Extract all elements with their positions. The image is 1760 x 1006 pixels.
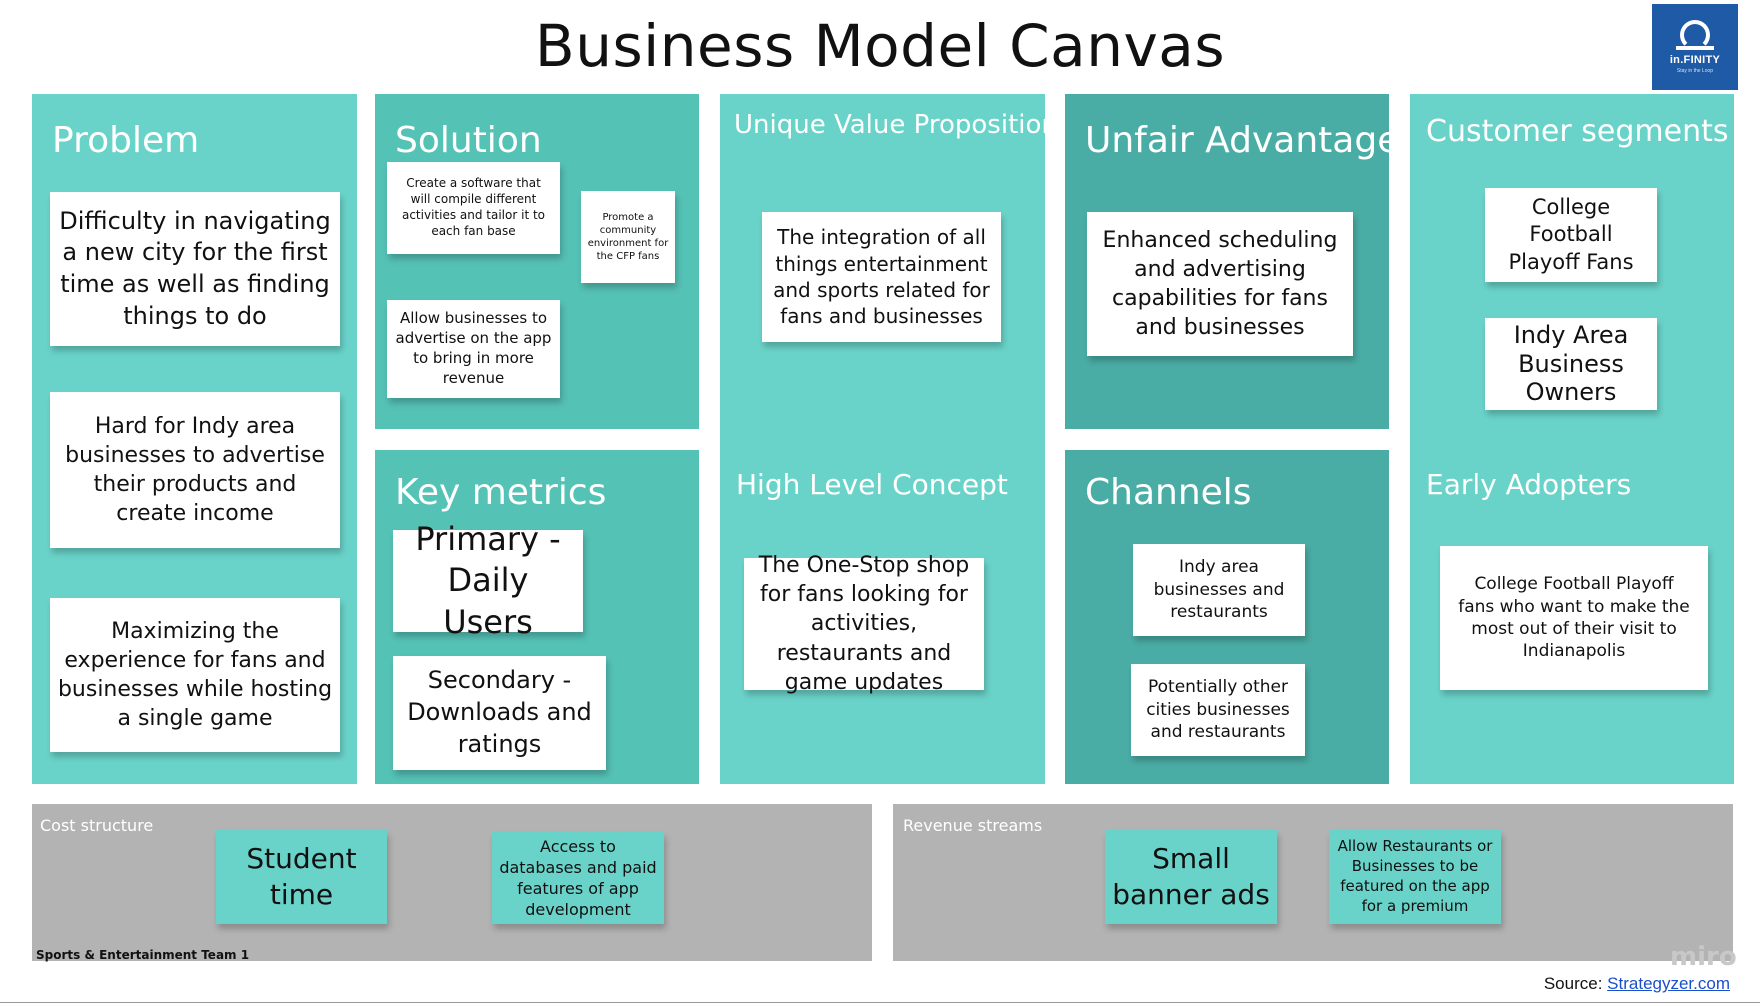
- section-heading: Revenue streams: [903, 816, 1043, 835]
- note-text: Access to databases and paid features of…: [499, 836, 657, 920]
- sticky-note[interactable]: The One-Stop shop for fans looking for a…: [744, 553, 984, 695]
- section-heading: Problem: [52, 120, 200, 161]
- sticky-note[interactable]: Allow Restaurants or Businesses to be fe…: [1329, 830, 1501, 924]
- sticky-note[interactable]: Potentially other cities businesses and …: [1131, 664, 1305, 756]
- section-heading: Channels: [1085, 472, 1252, 513]
- note-text: Enhanced scheduling and advertising capa…: [1102, 227, 1338, 341]
- team-label: Sports & Entertainment Team 1: [36, 948, 250, 962]
- page-title: Business Model Canvas: [534, 12, 1226, 80]
- sticky-note[interactable]: Indy Area Business Owners: [1485, 318, 1657, 410]
- section-heading: Solution: [395, 120, 542, 161]
- note-text: College Football Playoff Fans: [1508, 195, 1634, 274]
- note-text: Primary - Daily Users: [415, 519, 561, 641]
- revenue-streams-section: Revenue streams Small banner ads Allow R…: [893, 804, 1733, 961]
- source-label: Source:: [1543, 974, 1603, 993]
- note-text: Allow Restaurants or Businesses to be fe…: [1337, 837, 1493, 915]
- note-text: Maximizing the experience for fans and b…: [57, 618, 333, 732]
- note-text: The integration of all things entertainm…: [773, 225, 990, 329]
- note-text: Difficulty in navigating a new city for …: [59, 206, 331, 330]
- note-text: Indy area businesses and restaurants: [1153, 557, 1285, 623]
- sticky-note[interactable]: Student time: [216, 830, 387, 924]
- note-text: Indy Area Business Owners: [1513, 320, 1629, 407]
- sticky-note[interactable]: College Football Playoff Fans: [1485, 188, 1657, 282]
- sticky-note[interactable]: Enhanced scheduling and advertising capa…: [1087, 212, 1353, 356]
- note-text: Hard for Indy area businesses to adverti…: [65, 413, 325, 527]
- unfair-advantage-section: Unfair Advantage Enhanced scheduling and…: [1065, 94, 1399, 429]
- note-text: Student time: [246, 841, 357, 911]
- logo-loop-icon: [1676, 20, 1714, 50]
- sticky-note[interactable]: Difficulty in navigating a new city for …: [50, 192, 340, 346]
- problem-section: Problem Difficulty in navigating a new c…: [32, 94, 357, 784]
- miro-watermark: miro: [1670, 942, 1737, 972]
- logo-name: in.FINITY: [1669, 54, 1721, 66]
- sticky-note[interactable]: Indy area businesses and restaurants: [1133, 544, 1305, 636]
- note-text: Secondary - Downloads and ratings: [407, 666, 592, 758]
- solution-section: Solution Create a software that will com…: [375, 94, 699, 429]
- logo: in.FINITY Stay in the Loop: [1652, 4, 1738, 90]
- source-credit: Source: Strategyzer.com: [1544, 974, 1730, 994]
- note-text: Potentially other cities businesses and …: [1146, 677, 1290, 743]
- section-heading: Cost structure: [40, 816, 154, 835]
- section-heading: Early Adopters: [1426, 468, 1632, 501]
- note-text: Promote a community environment for the …: [587, 211, 669, 263]
- note-text: Allow businesses to advertise on the app…: [395, 309, 552, 387]
- sticky-note[interactable]: Access to databases and paid features of…: [492, 832, 664, 924]
- cost-structure-section: Cost structure Student time Access to da…: [32, 804, 872, 961]
- sticky-note[interactable]: College Football Playoff fans who want t…: [1440, 546, 1708, 690]
- source-link[interactable]: Strategyzer.com: [1607, 974, 1730, 993]
- sticky-note[interactable]: Maximizing the experience for fans and b…: [50, 598, 340, 752]
- section-heading: Unique Value Proposition: [734, 110, 1058, 140]
- note-text: Create a software that will compile diff…: [401, 176, 546, 238]
- note-text: College Football Playoff fans who want t…: [1458, 574, 1690, 662]
- section-heading: Unfair Advantage: [1085, 120, 1400, 161]
- footer-divider: [0, 1002, 1760, 1003]
- sticky-note[interactable]: Hard for Indy area businesses to adverti…: [50, 392, 340, 548]
- customer-segments-section: Customer segments College Football Playo…: [1410, 94, 1734, 784]
- note-text: Small banner ads: [1112, 841, 1270, 911]
- sticky-note[interactable]: Secondary - Downloads and ratings: [393, 656, 606, 770]
- sticky-note[interactable]: Create a software that will compile diff…: [387, 162, 560, 254]
- section-heading: High Level Concept: [736, 468, 1008, 501]
- note-text: The One-Stop shop for fans looking for a…: [758, 553, 970, 695]
- sticky-note[interactable]: The integration of all things entertainm…: [762, 212, 1001, 342]
- sticky-note[interactable]: Allow businesses to advertise on the app…: [387, 300, 560, 398]
- sticky-note[interactable]: Small banner ads: [1105, 830, 1277, 924]
- uvp-section: Unique Value Proposition The integration…: [720, 94, 1058, 784]
- section-heading: Customer segments: [1426, 114, 1729, 149]
- key-metrics-section: Key metrics Primary - Daily Users Second…: [375, 450, 699, 784]
- sticky-note[interactable]: Primary - Daily Users: [393, 520, 583, 641]
- sticky-note[interactable]: Promote a community environment for the …: [581, 191, 675, 283]
- section-heading: Key metrics: [395, 472, 607, 513]
- logo-tagline: Stay in the Loop: [1676, 68, 1714, 74]
- channels-section: Channels Indy area businesses and restau…: [1065, 450, 1389, 784]
